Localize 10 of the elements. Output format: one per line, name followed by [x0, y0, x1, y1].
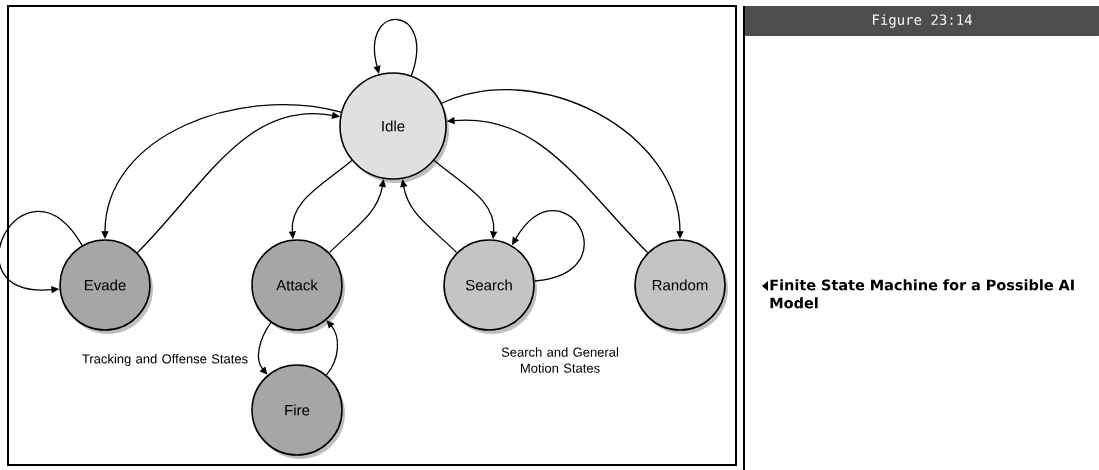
caption: Finite State Machine for a Possible AI Model	[770, 279, 1074, 309]
arrow	[373, 18, 418, 77]
arrow	[328, 179, 386, 254]
arrow	[257, 321, 272, 375]
header-bar: Figure 23:14	[745, 6, 1099, 36]
arrow	[325, 320, 339, 376]
arrow	[400, 179, 458, 254]
arrow	[136, 111, 340, 254]
group-label: Tracking and Offense States	[82, 353, 248, 367]
group-label: Search and General Motion States	[501, 347, 618, 373]
